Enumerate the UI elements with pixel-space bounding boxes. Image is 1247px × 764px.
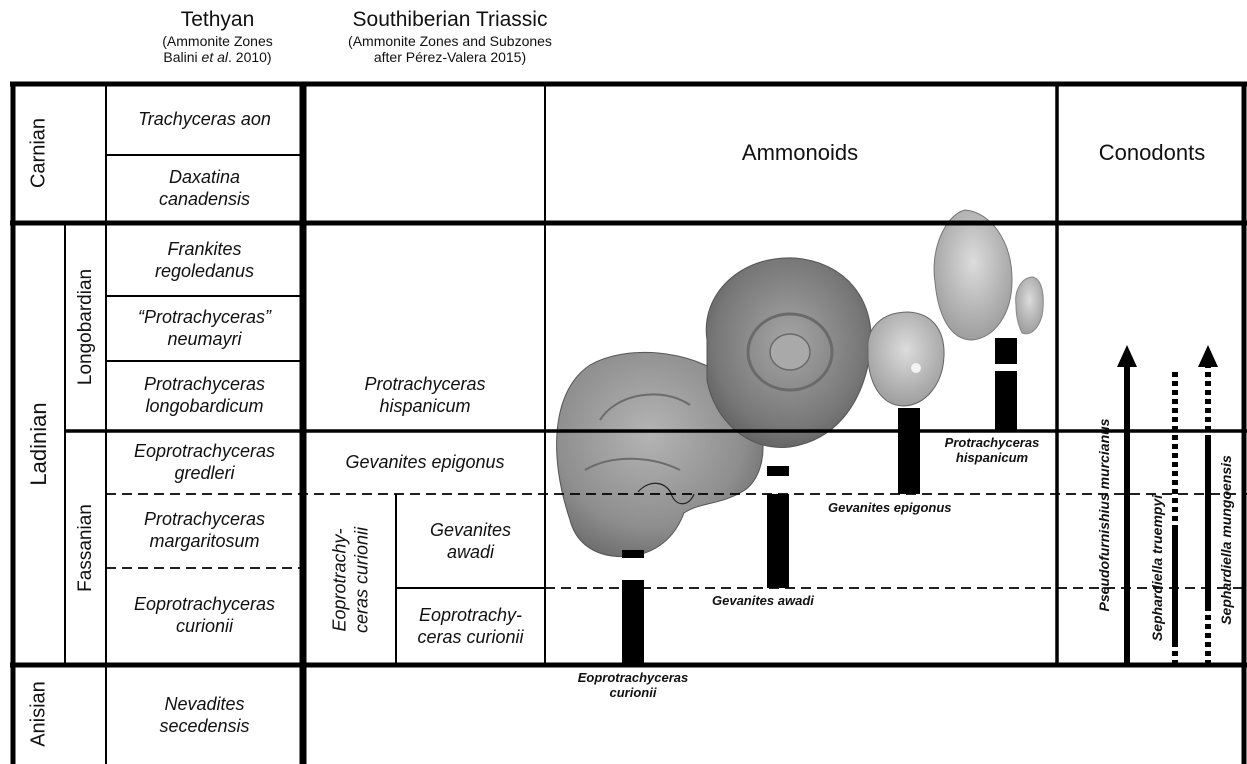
conodonts-column-title: Conodonts: [1060, 135, 1244, 171]
subzone-gevanites-awadi: Gevanites awadi: [398, 496, 543, 587]
south-zone-protrachyceras-hispanicum: Protrachyceras hispanicum: [307, 362, 543, 429]
conodont-label-murcianus: Pseudofurnishius murcianus: [1096, 419, 1112, 612]
zone-trachyceras-aon-text: Trachyceras aon: [130, 109, 280, 131]
zone-gredleri-text: Eoprotrachyceras gredleri: [110, 441, 300, 484]
fossil-awadi-image: [706, 258, 871, 448]
arrowhead-mungoensis: [1198, 345, 1218, 367]
zone-protrachyceras-neumayri: “Protrachyceras” neumayri: [108, 297, 301, 360]
conodont-ranges: [1117, 345, 1218, 665]
substage-longobardian: Longobardian: [75, 269, 97, 385]
ammonoid-label-curionii-line1: Eoprotrachyceras: [558, 671, 708, 686]
range-bar-hispanicum: [995, 371, 1017, 431]
conodont-label-truempyi: Sephardiella truempyi: [1149, 495, 1165, 641]
ammonoid-label-hispanicum-line1: Protrachyceras: [922, 436, 1062, 451]
zone-margaritosum-text: Protrachyceras margaritosum: [115, 509, 295, 552]
zone-nevadites-secedensis: Nevadites secedensis: [108, 668, 301, 764]
south-epigonus-text: Gevanites epigonus: [345, 452, 504, 474]
subzone-eoprotrachyceras-curionii: Eoprotrachy- ceras curionii: [398, 590, 543, 663]
range-bar-curionii-upper: [622, 550, 644, 558]
zone-curionii-text: Eoprotrachyceras curionii: [110, 594, 300, 637]
zone-longobardicum-text: Protrachyceras longobardicum: [115, 374, 295, 417]
zone-daxatina-canadensis: Daxatina canadensis: [108, 156, 301, 221]
zone-trachyceras-aon: Trachyceras aon: [108, 86, 301, 154]
fossil-epigonus-image: [868, 312, 944, 406]
ammonoid-label-epigonus: Gevanites epigonus: [828, 501, 952, 516]
zone-protrachyceras-longobardicum: Protrachyceras longobardicum: [108, 362, 301, 429]
ammonoid-label-hispanicum: Protrachyceras hispanicum: [922, 436, 1062, 466]
ammonoid-label-hispanicum-line2: hispanicum: [922, 451, 1062, 466]
zone-eoprotrachyceras-curionii: Eoprotrachyceras curionii: [108, 569, 301, 663]
zone-neumayri-text: “Protrachyceras” neumayri: [115, 307, 295, 350]
range-bar-epigonus: [898, 408, 920, 494]
zone-frankites-regoledanus: Frankites regoledanus: [108, 226, 301, 295]
ammonoid-label-awadi: Gevanites awadi: [712, 594, 814, 609]
range-bar-curionii: [622, 580, 644, 665]
zone-daxatina-text: Daxatina canadensis: [135, 167, 275, 210]
south-zone-eoprotrachyceras-curionii: Eoprotrachy- ceras curionii: [329, 527, 372, 633]
range-bar-awadi: [767, 494, 789, 588]
stage-anisian: Anisian: [28, 681, 51, 747]
fossil-images: [557, 210, 1044, 557]
south-zone-gevanites-epigonus: Gevanites epigonus: [307, 433, 543, 493]
fossil-hispanicum-image: [934, 210, 1043, 340]
range-bar-hispanicum-upper: [995, 338, 1017, 364]
zone-eoprotrachyceras-gredleri: Eoprotrachyceras gredleri: [108, 433, 301, 493]
zone-nevadites-text: Nevadites secedensis: [135, 694, 275, 737]
range-bar-awadi-upper: [767, 466, 789, 476]
subzone-curionii-text: Eoprotrachy- ceras curionii: [408, 605, 533, 648]
arrowhead-murcianus: [1117, 345, 1137, 367]
ammonoid-label-curionii-line2: curionii: [558, 686, 708, 701]
south-curionii-line1: Eoprotrachy-: [329, 527, 351, 633]
ammonoid-label-curionii: Eoprotrachyceras curionii: [558, 671, 708, 701]
stage-ladinian: Ladinian: [26, 402, 52, 485]
ammonoids-column-title: Ammonoids: [700, 135, 900, 171]
south-hispanicum-text: Protrachyceras hispanicum: [345, 374, 505, 417]
substage-fassanian: Fassanian: [75, 504, 97, 592]
zone-protrachyceras-margaritosum: Protrachyceras margaritosum: [108, 495, 301, 567]
conodont-label-mungoensis: Sephardiella mungoensis: [1218, 455, 1234, 625]
zone-frankites-text: Frankites regoledanus: [135, 239, 275, 282]
south-curionii-line2: ceras curionii: [351, 527, 373, 633]
stage-carnian: Carnian: [28, 118, 51, 188]
subzone-awadi-text: Gevanites awadi: [421, 520, 521, 563]
